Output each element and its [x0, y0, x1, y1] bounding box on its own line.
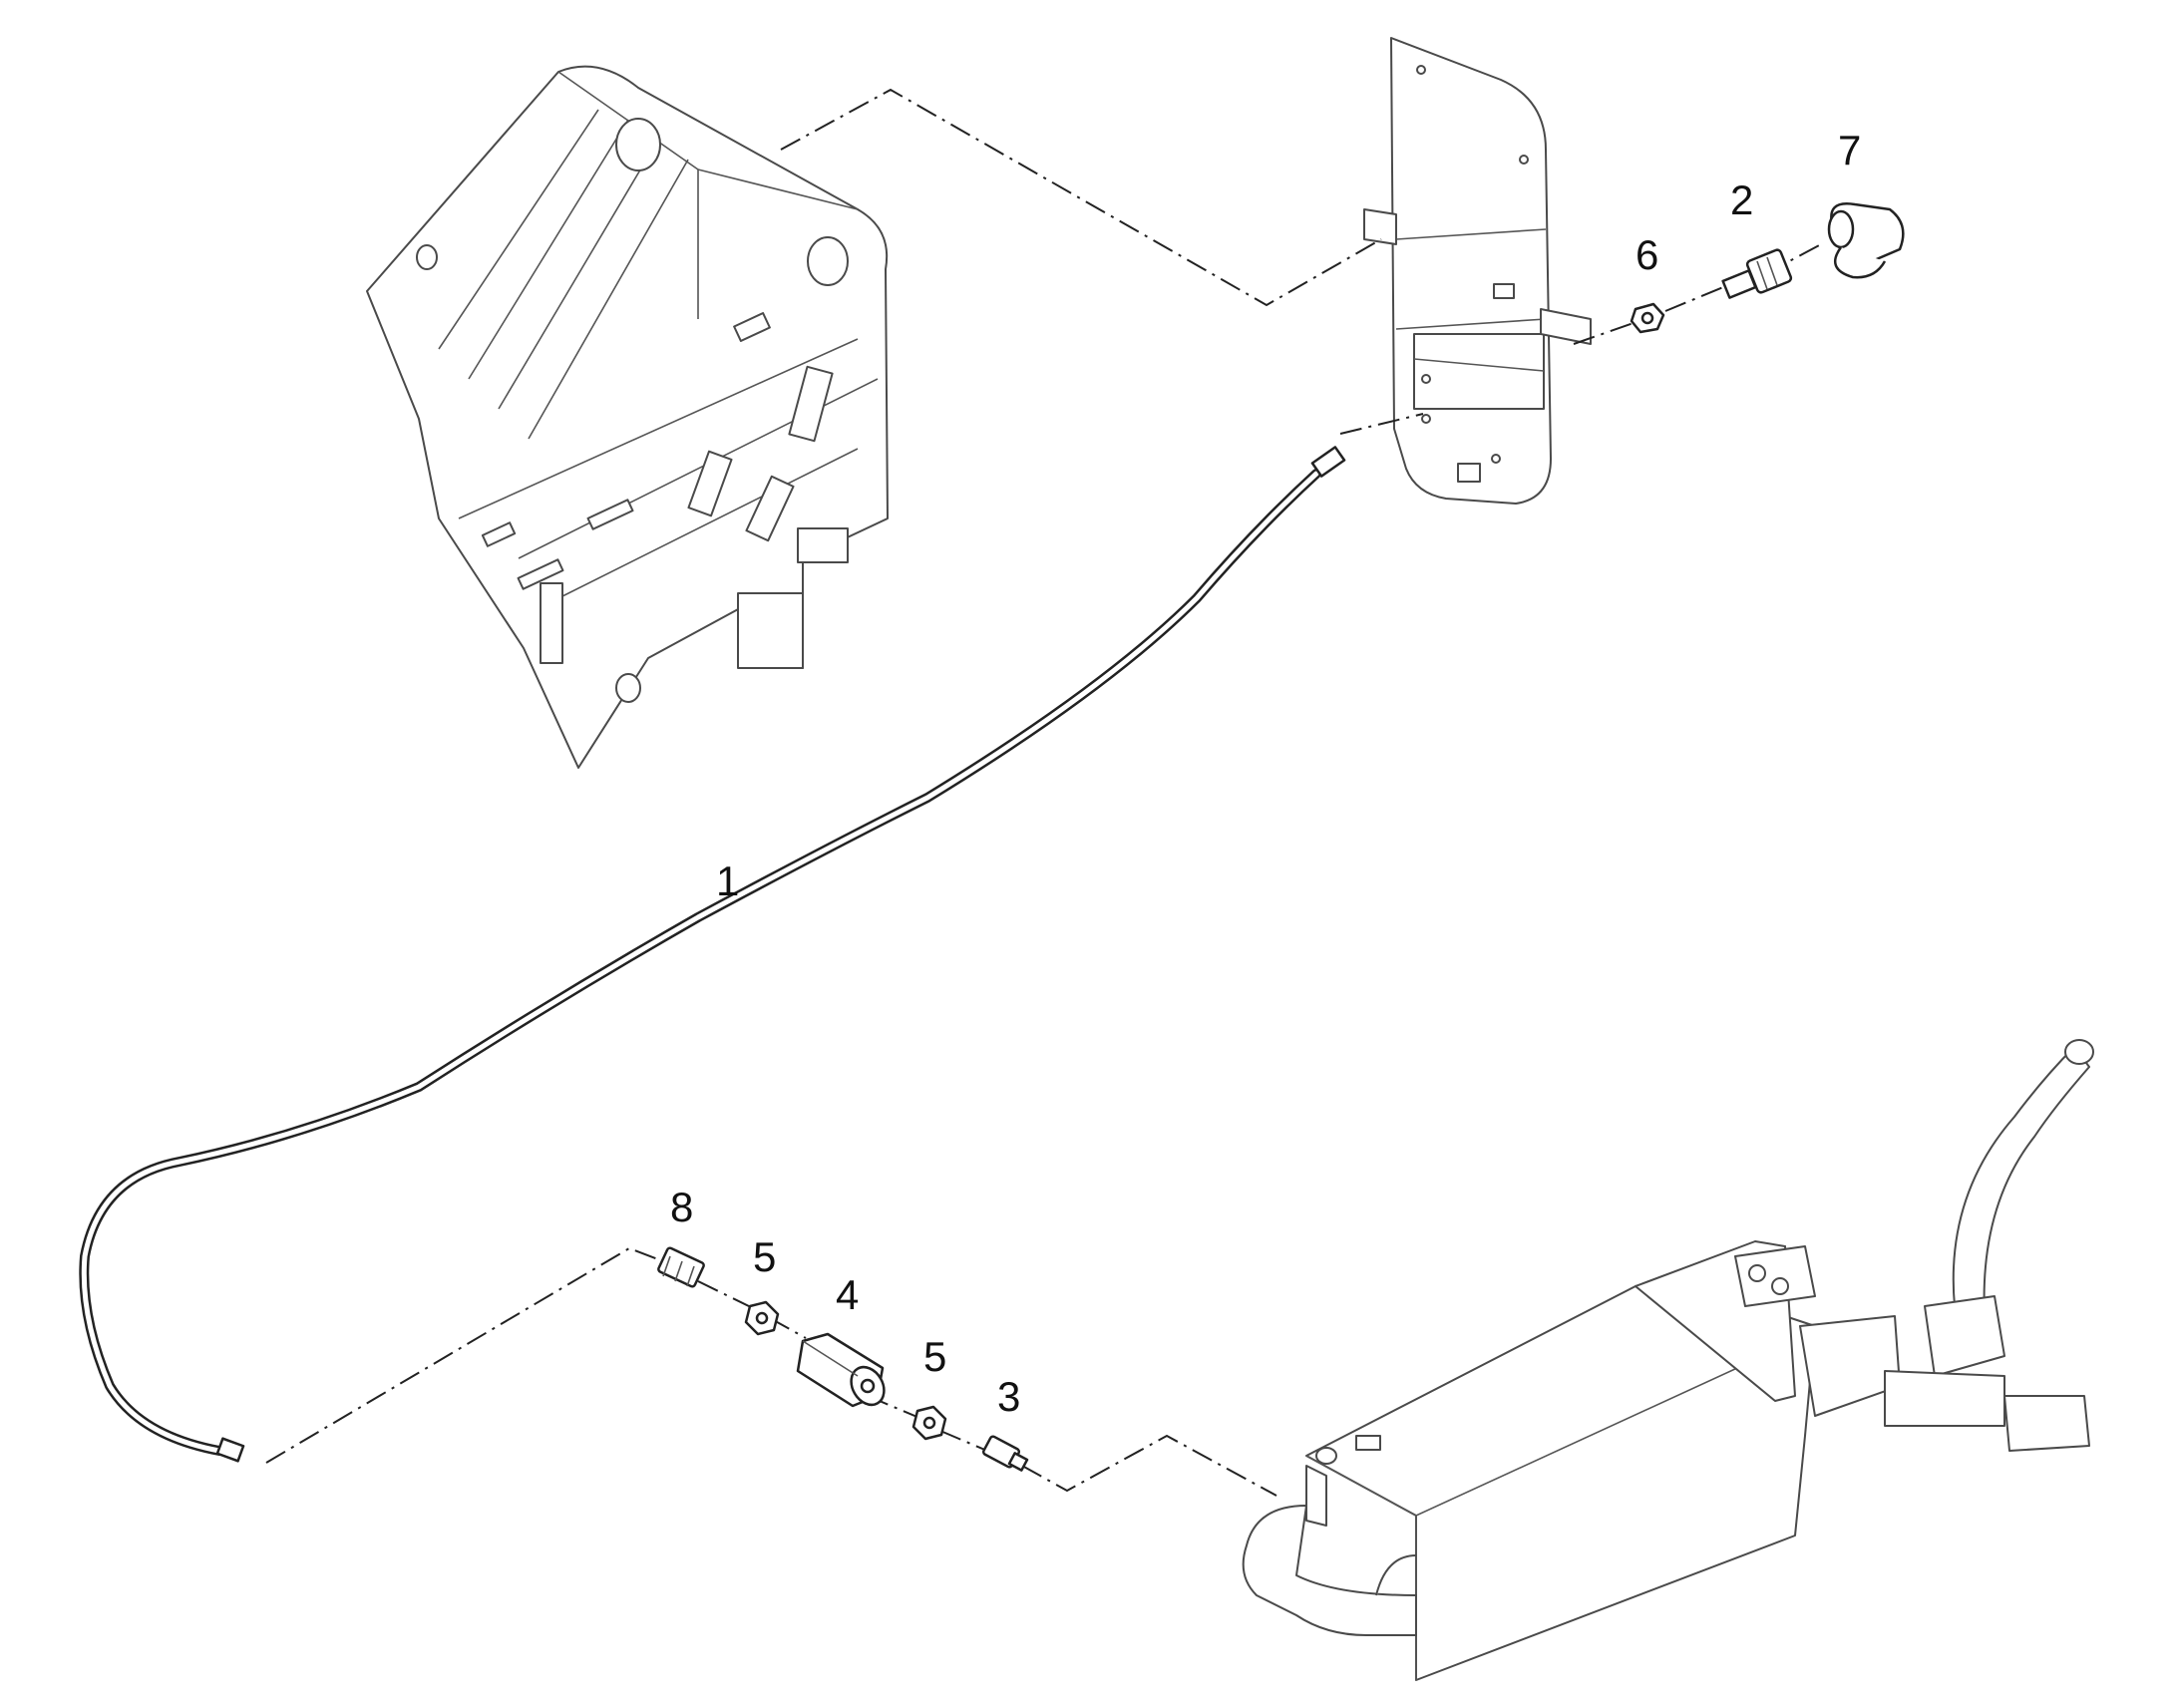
part-7-dust-cap [1827, 202, 1905, 279]
part-2-coupler [1721, 248, 1793, 299]
callout-1: 1 [716, 857, 739, 904]
callout-8: 8 [670, 1184, 693, 1230]
tank-assembly [1242, 1039, 2094, 1681]
callout-4: 4 [836, 1271, 859, 1318]
part-4-filter [796, 1332, 886, 1408]
callout-labels: 1 2 3 4 5 5 6 7 8 [670, 127, 1861, 1420]
callout-7: 7 [1838, 127, 1861, 173]
callout-6: 6 [1635, 231, 1658, 278]
part-5b-adapter [911, 1405, 947, 1441]
part-3-fitting [981, 1435, 1029, 1472]
part-6-nut [1630, 302, 1665, 334]
part-1-hose [79, 446, 1346, 1463]
mounting-plate [1363, 37, 1592, 505]
boom-head-frame [366, 65, 889, 769]
callout-5b: 5 [923, 1333, 946, 1380]
part-5a-adapter [744, 1300, 780, 1336]
callout-5a: 5 [753, 1233, 776, 1280]
part-8-fitting [657, 1246, 705, 1288]
callout-2: 2 [1730, 176, 1753, 223]
callout-3: 3 [997, 1373, 1020, 1420]
